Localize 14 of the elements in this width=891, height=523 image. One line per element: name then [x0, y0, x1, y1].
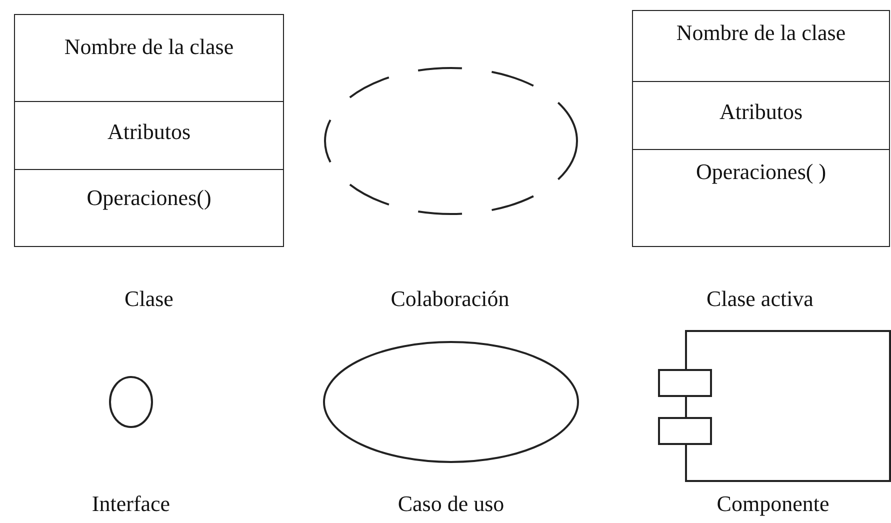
symbol-caption: Clase: [124, 286, 174, 312]
symbol-caption: Interface: [92, 491, 170, 517]
symbol-caption: Caso de uso: [398, 491, 504, 517]
attributes-text: Atributos: [106, 119, 192, 145]
class-name-text: Nombre de la clase: [63, 34, 235, 60]
class-name-text: Nombre de la clase: [675, 20, 847, 46]
class-box: [632, 10, 890, 247]
symbol-caption: Componente: [716, 491, 830, 517]
class-box: [14, 14, 284, 247]
attributes-text: Atributos: [718, 99, 804, 125]
symbol-caption: Clase activa: [706, 286, 814, 312]
operations-text: Operaciones( ): [694, 159, 828, 185]
symbol-caption: Colaboración: [390, 286, 510, 312]
operations-text: Operaciones(): [86, 185, 212, 211]
